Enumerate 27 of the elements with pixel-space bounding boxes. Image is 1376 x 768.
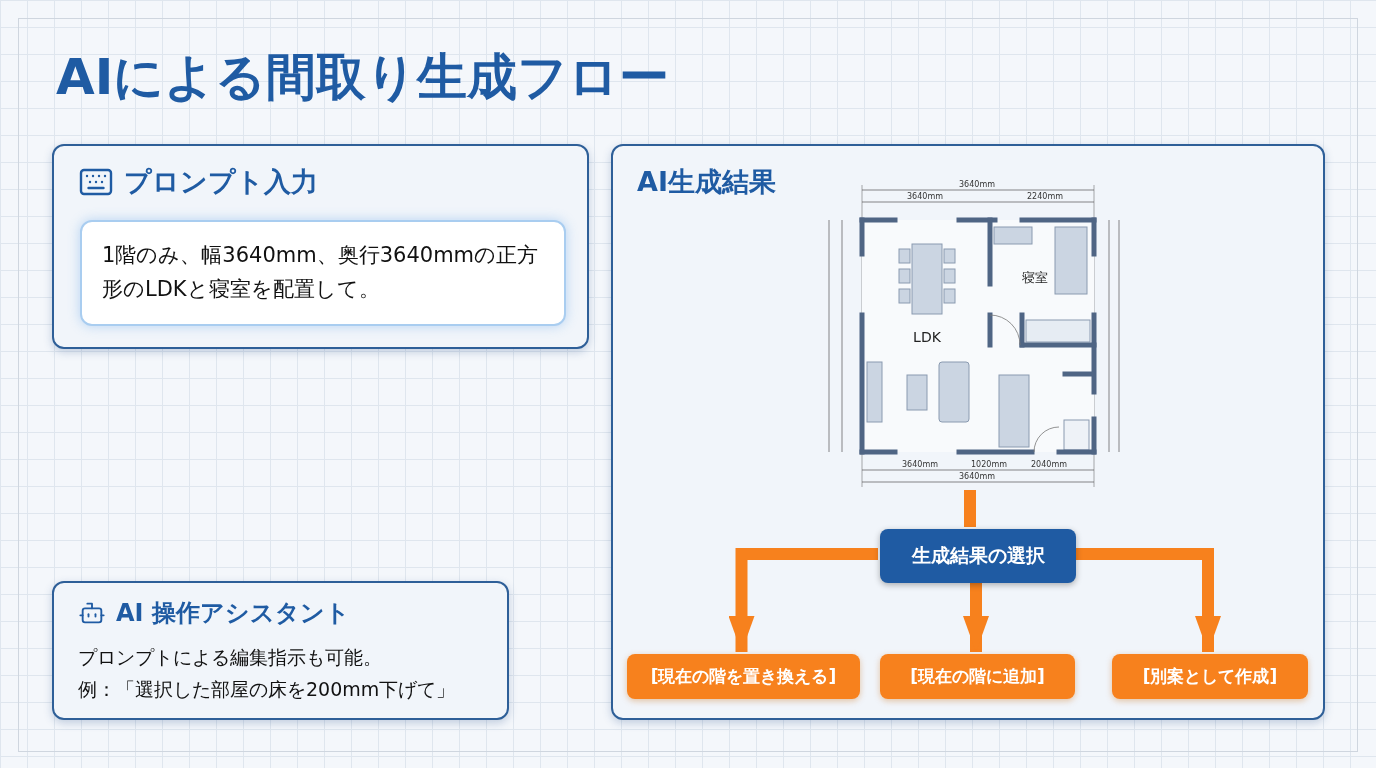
dimension-label: 2240mm xyxy=(1026,193,1064,201)
dimension-label: 3640mm xyxy=(901,461,939,469)
panel-heading: AI 操作アシスタント xyxy=(116,598,350,629)
result-panel xyxy=(611,144,1325,720)
dimension-label: 1020mm xyxy=(970,461,1008,469)
option-button: [別案として作成] xyxy=(1112,654,1308,699)
panel-card xyxy=(52,144,589,349)
selection-box: 生成結果の選択 xyxy=(880,529,1076,583)
room-label: 寝室 xyxy=(1022,270,1048,284)
arrow xyxy=(1074,548,1221,652)
dimension-label: 3640mm xyxy=(906,193,944,201)
dimension-label: 3640mm xyxy=(958,473,996,481)
arrow xyxy=(728,548,878,652)
option-button: [現在の階を置き換える] xyxy=(627,654,860,699)
panel-heading: AI生成結果 xyxy=(637,165,776,199)
panel-heading: プロンプト入力 xyxy=(124,165,318,199)
room-label: LDK xyxy=(913,330,941,344)
body-text: 例：「選択した部屋の床を200mm下げて」 xyxy=(78,677,456,702)
connector-line xyxy=(964,490,976,527)
option-button: [現在の階に追加] xyxy=(880,654,1075,699)
dimension-label: 3640mm xyxy=(958,181,996,189)
prompt-input-box: 1階のみ、幅3640mm、奥行3640mmの正方形のLDKと寝室を配置して。 xyxy=(80,220,566,326)
body-text: プロンプトによる編集指示も可能。 xyxy=(78,645,382,670)
dimension-label: 2040mm xyxy=(1030,461,1068,469)
arrow xyxy=(963,581,989,652)
panel-card xyxy=(52,581,509,720)
page-title: AIによる間取り生成フロー xyxy=(56,47,670,108)
